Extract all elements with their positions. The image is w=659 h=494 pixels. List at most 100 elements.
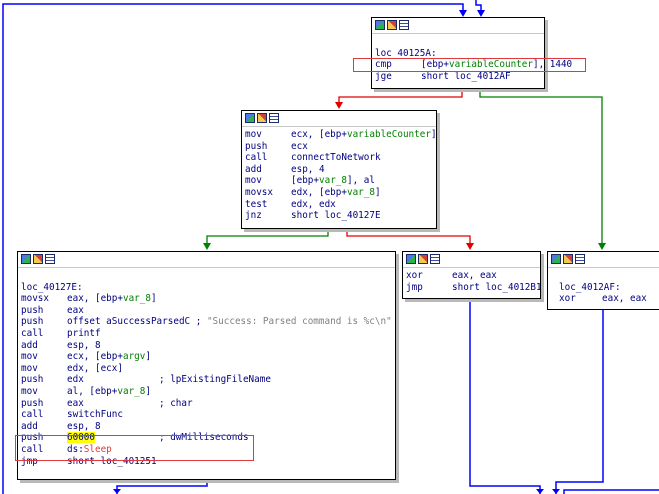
list-view-icon[interactable] <box>45 254 55 264</box>
mnemonic: jmp <box>406 281 423 293</box>
edge-left-out <box>116 478 208 494</box>
call-target[interactable]: switchFunc <box>67 409 123 421</box>
import-ref[interactable]: Sleep <box>83 443 112 455</box>
mnemonic: jge <box>375 70 392 82</box>
mnemonic: mov <box>245 175 262 187</box>
list-view-icon[interactable] <box>269 113 279 123</box>
code-line[interactable]: jmp short loc_401251 <box>21 456 395 468</box>
variable-ref[interactable]: var_8 <box>319 175 347 187</box>
mnemonic: call <box>21 409 44 421</box>
operand: eax, eax <box>452 270 497 281</box>
graph-view-icon[interactable] <box>245 113 255 123</box>
edit-node-icon[interactable] <box>33 254 43 264</box>
jump-target[interactable]: short loc_4012AF <box>421 70 511 82</box>
node-titlebar[interactable] <box>548 252 659 268</box>
code-line[interactable]: jge short loc_4012AF <box>375 71 544 83</box>
mnemonic: movsx <box>21 293 49 305</box>
list-view-icon[interactable] <box>430 254 440 264</box>
mnemonic: push <box>21 304 44 316</box>
mnemonic: call <box>21 443 44 455</box>
variable-ref[interactable]: argv <box>122 351 146 363</box>
edit-node-icon[interactable] <box>257 113 267 123</box>
code-line[interactable]: jmp short loc_4012B1 <box>406 281 542 294</box>
variable-ref[interactable]: var_8 <box>122 293 151 305</box>
mnemonic: cmp <box>375 59 392 71</box>
node-titlebar[interactable] <box>18 252 395 268</box>
variable-ref[interactable]: var_8 <box>346 186 375 198</box>
code-line[interactable]: mov[ebp+var_8], al <box>245 175 436 187</box>
jump-target[interactable]: short loc_4012B1 <box>452 281 542 293</box>
mnemonic: jmp <box>21 455 38 467</box>
operand: eax, [ebp+ <box>67 293 123 305</box>
graph-view-icon[interactable] <box>406 254 416 264</box>
mnemonic: add <box>21 420 38 432</box>
code-line[interactable]: call switchFunc <box>21 409 395 421</box>
arrow-into-xor <box>466 243 474 250</box>
code-line[interactable]: cmp[ebp+variableCounter], 1440 <box>375 59 572 71</box>
operand: ecx, [ebp+ <box>67 351 123 363</box>
variable-ref[interactable]: var_8 <box>117 385 146 397</box>
comment: ; <box>195 316 207 328</box>
jump-target[interactable]: short loc_401251 <box>67 455 157 467</box>
operand: eax <box>67 304 84 316</box>
code-label: loc_40125A: <box>375 48 544 60</box>
call-target[interactable]: printf <box>67 327 101 339</box>
arrow-into-left <box>203 243 211 250</box>
jump-target[interactable]: short loc_40127E <box>291 210 381 222</box>
highlighted-operand[interactable]: 60000 <box>67 432 95 444</box>
mnemonic: push <box>21 374 44 386</box>
edit-node-icon[interactable] <box>418 254 428 264</box>
string-ref[interactable]: offset aSuccessParsedC <box>67 316 196 328</box>
operand: ] <box>374 186 381 198</box>
variable-ref[interactable]: variableCounter <box>449 59 533 71</box>
list-view-icon[interactable] <box>399 20 409 30</box>
operand: ecx <box>291 140 308 152</box>
code-label: loc_40127E: <box>21 282 395 294</box>
edit-node-icon[interactable] <box>563 254 573 264</box>
node-loc-40125a[interactable]: loc_40125A: cmp[ebp+variableCounter], 14… <box>371 17 572 89</box>
node-titlebar[interactable] <box>242 111 436 127</box>
call-target[interactable]: connectToNetwork <box>291 152 381 164</box>
mnemonic: xor <box>559 293 576 305</box>
variable-ref[interactable]: variableCounter <box>346 129 431 140</box>
graph-view-icon[interactable] <box>21 254 31 264</box>
code-line[interactable]: movsx eax, [ebp+var_8] <box>21 293 395 305</box>
list-view-icon[interactable] <box>575 254 585 264</box>
arrow-into-top-2 <box>477 10 485 17</box>
mnemonic: mov <box>21 351 38 363</box>
node-titlebar[interactable] <box>372 18 544 34</box>
edge-xor-out <box>469 297 541 494</box>
operand: esp, 8 <box>67 339 101 351</box>
edit-node-icon[interactable] <box>387 20 397 30</box>
code-line[interactable]: push eax <box>21 305 395 317</box>
graph-view-icon[interactable] <box>551 254 561 264</box>
node-titlebar[interactable] <box>403 252 540 268</box>
operand: ] <box>150 293 157 305</box>
graph-view-icon[interactable] <box>375 20 385 30</box>
